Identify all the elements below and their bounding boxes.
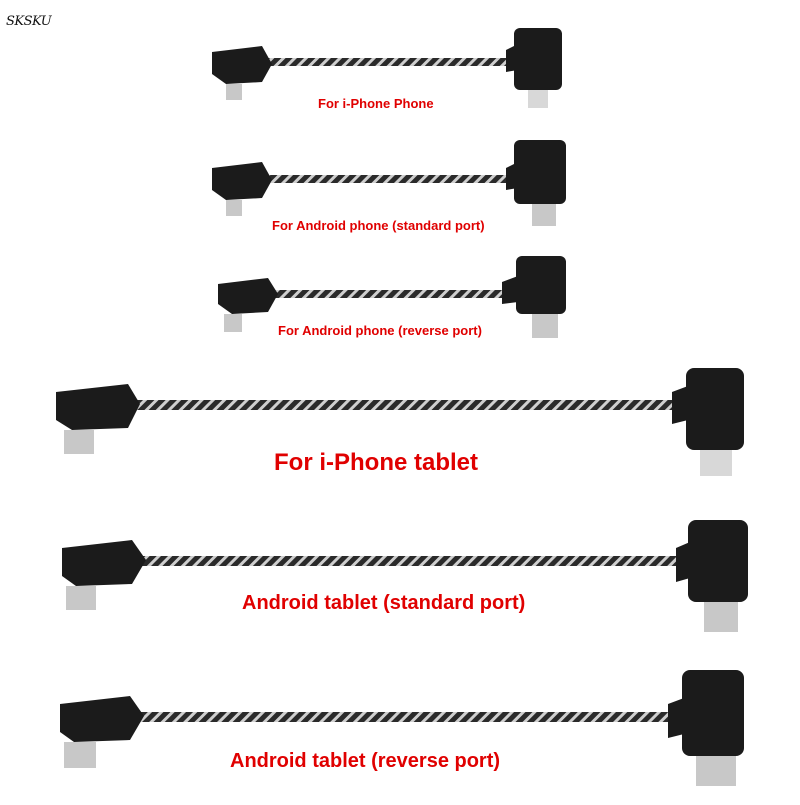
micro-usb-plug-right xyxy=(696,756,736,786)
label-iphone-tablet: For i-Phone tablet xyxy=(274,449,478,476)
braided-cable xyxy=(134,400,684,410)
left-angled-connector xyxy=(56,384,140,430)
cable-iphone-phone xyxy=(212,28,562,108)
braided-cable xyxy=(262,175,512,183)
cable-iphone-tablet xyxy=(56,368,744,476)
right-angled-connector xyxy=(686,368,744,450)
right-angled-connector xyxy=(514,28,562,90)
left-angled-connector xyxy=(212,46,272,84)
micro-usb-plug xyxy=(64,742,96,768)
lightning-plug xyxy=(528,90,548,108)
micro-usb-plug xyxy=(64,430,94,454)
right-angled-connector xyxy=(682,670,744,756)
label-android-tablet-standard: Android tablet (standard port) xyxy=(242,592,526,614)
lightning-plug xyxy=(700,450,732,476)
label-android-phone-standard: For Android phone (standard port) xyxy=(272,218,485,233)
micro-usb-plug-right xyxy=(532,204,556,226)
cable-android-phone-reverse xyxy=(218,256,566,338)
right-angled-connector xyxy=(688,520,748,602)
cable-android-tablet-standard xyxy=(62,520,748,632)
right-angled-connector xyxy=(514,140,566,204)
brand-logo: SKSKU xyxy=(6,14,52,29)
label-android-phone-reverse: For Android phone (reverse port) xyxy=(278,323,482,338)
braided-cable xyxy=(140,712,680,722)
micro-usb-plug-right xyxy=(704,602,738,632)
left-angled-connector xyxy=(60,696,144,742)
micro-usb-plug xyxy=(226,200,242,216)
braided-cable xyxy=(270,290,510,298)
micro-usb-plug xyxy=(66,586,96,610)
micro-usb-plug-right xyxy=(532,314,558,338)
left-angled-connector xyxy=(62,540,146,586)
left-angled-connector xyxy=(212,162,272,200)
label-android-tablet-reverse: Android tablet (reverse port) xyxy=(230,750,501,772)
braided-cable xyxy=(140,556,688,566)
micro-usb-plug xyxy=(226,84,242,100)
cable-android-tablet-reverse xyxy=(60,670,744,786)
label-iphone-phone: For i-Phone Phone xyxy=(318,96,434,111)
left-angled-connector xyxy=(218,278,278,314)
right-angled-connector xyxy=(516,256,566,314)
micro-usb-plug xyxy=(224,314,242,332)
braided-cable xyxy=(262,58,512,66)
cable-android-phone-standard xyxy=(212,140,566,226)
